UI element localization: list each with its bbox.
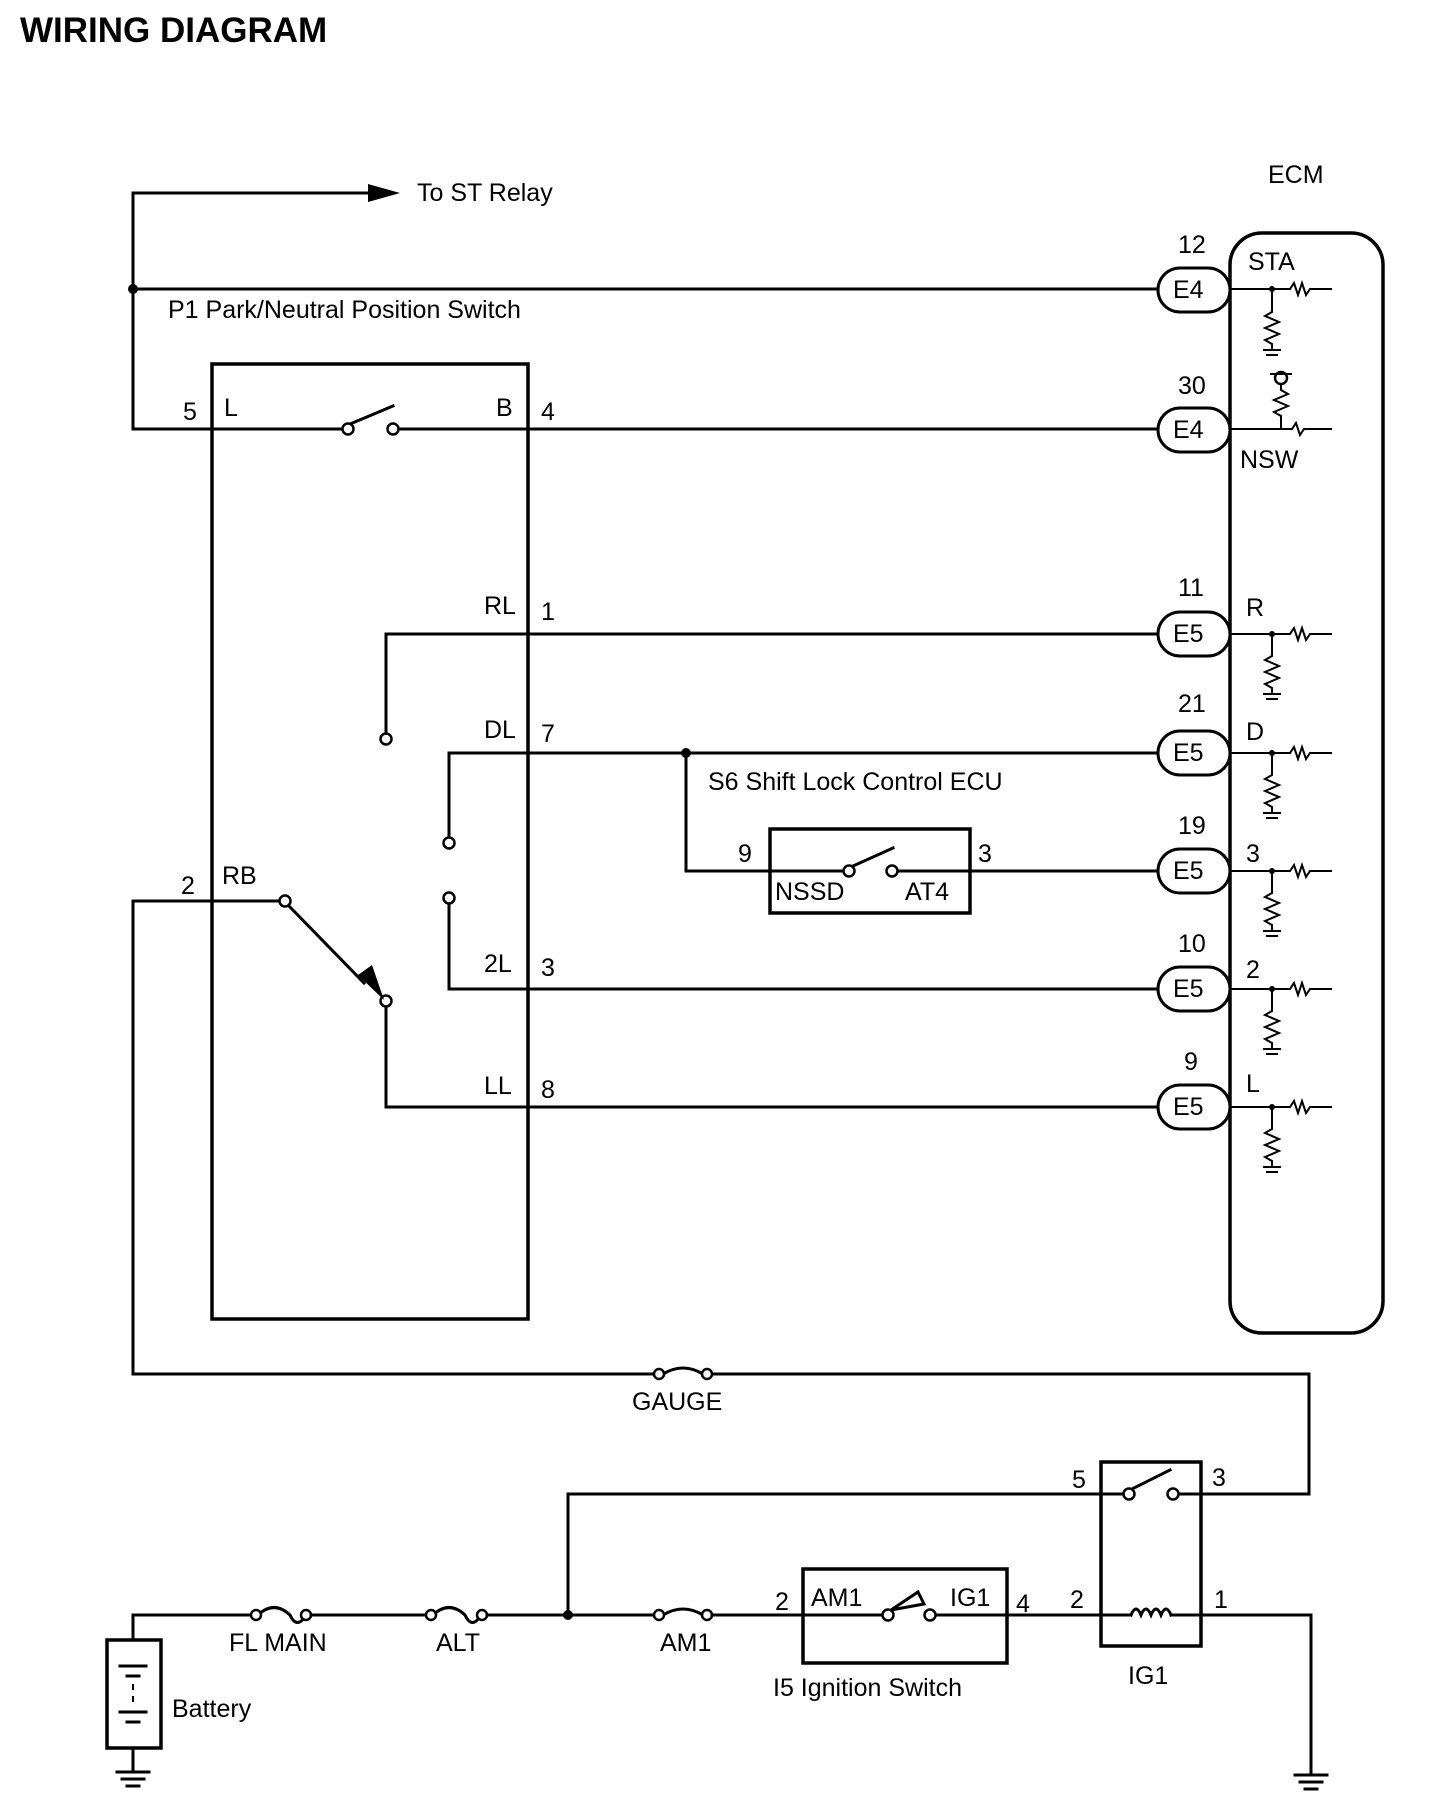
- ig1-relay-box: [1099, 1460, 1203, 1648]
- battery-symbol: [115, 1664, 151, 1788]
- fuse-fl-main-label: FL MAIN: [229, 1629, 327, 1657]
- ig1-relay-label: IG1: [1128, 1662, 1168, 1690]
- ig1-pin-2: 2: [1070, 1586, 1084, 1614]
- page-title: WIRING DIAGRAM: [20, 11, 327, 50]
- ecm-pin-2: 10: [1178, 930, 1206, 958]
- ecm-conn-3: E5: [1173, 857, 1204, 885]
- ignition-am1-label: AM1: [811, 1584, 862, 1612]
- pn-ll-pin: 8: [541, 1076, 555, 1104]
- ecm-conn-d: E5: [1173, 739, 1204, 767]
- pn-2l-label: 2L: [484, 950, 512, 978]
- ignition-switch-label: I5 Ignition Switch: [773, 1674, 962, 1702]
- battery-feed-wire: [131, 1606, 805, 1642]
- ecm-signal-nsw: NSW: [1240, 446, 1299, 474]
- ecm-pin-sta: 12: [1178, 231, 1206, 259]
- battery-box: [105, 1638, 163, 1750]
- ecm-pin-3: 19: [1178, 812, 1206, 840]
- pn-ll-label: LL: [484, 1072, 512, 1100]
- ecm-conn-2: E5: [1173, 975, 1204, 1003]
- ig1-relay-coil: [1001, 1607, 1329, 1791]
- ecm-signal-d: D: [1246, 718, 1264, 746]
- ignition-pin-out: 4: [1016, 1590, 1030, 1618]
- ecm-conn-nsw: E4: [1173, 416, 1204, 444]
- ignition-switch-contact: [801, 1589, 1005, 1622]
- rl-wire: [384, 632, 1160, 736]
- dl-wire: [447, 751, 1160, 839]
- ecm-label: ECM: [1268, 161, 1324, 189]
- pn-rb-label: RB: [222, 862, 257, 890]
- ig1-pin-1: 1: [1214, 1586, 1228, 1614]
- fuse-gauge-label: GAUGE: [632, 1388, 722, 1416]
- pn-l-pin: 5: [183, 398, 197, 426]
- shift-lock-nssd: NSSD: [775, 878, 844, 906]
- ignition-pin-in: 2: [775, 1588, 789, 1616]
- ecm-conn-sta: E4: [1173, 276, 1204, 304]
- pn-dl-label: DL: [484, 716, 516, 744]
- gauge-feed-wire: [131, 1366, 1311, 1496]
- ecm-pin-nsw: 30: [1178, 372, 1206, 400]
- ecm-signal-r: R: [1246, 594, 1264, 622]
- ig1-relay-switch: [566, 1467, 1200, 1617]
- ll-wire: [384, 1005, 1160, 1109]
- shift-lock-label: S6 Shift Lock Control ECU: [708, 768, 1003, 796]
- shift-lock-pin-out: 3: [978, 840, 992, 868]
- shift-lock-pin-in: 9: [738, 840, 752, 868]
- shift-lock-switch: [768, 846, 972, 878]
- shift-lock-at4: AT4: [905, 878, 949, 906]
- pn-rl-pin: 1: [541, 598, 555, 626]
- dl-contact: [442, 836, 456, 850]
- pn-b-pin: 4: [541, 398, 555, 426]
- ig1-pin-3: 3: [1212, 1464, 1226, 1492]
- pn-switch-label: P1 Park/Neutral Position Switch: [168, 296, 521, 324]
- pn-switch-box: [210, 362, 530, 1321]
- ecm-box: [1228, 231, 1385, 1335]
- rl-contact: [379, 732, 393, 746]
- ecm-pin-r: 11: [1178, 574, 1204, 602]
- fuse-alt-label: ALT: [436, 1629, 480, 1657]
- battery-label: Battery: [172, 1695, 252, 1723]
- 2l-wire: [447, 902, 1160, 991]
- ecm-signal-l: L: [1246, 1070, 1260, 1098]
- to-st-relay-label: To ST Relay: [417, 179, 553, 207]
- ig1-pin-5: 5: [1072, 1466, 1086, 1494]
- ecm-signal-2: 2: [1246, 956, 1260, 984]
- pn-dl-pin: 7: [541, 720, 555, 748]
- ecm-signal-3: 3: [1246, 840, 1260, 868]
- ecm-internal-circuits: [1230, 279, 1332, 1173]
- to-st-relay-wire: [128, 184, 400, 294]
- ecm-signal-sta: STA: [1248, 248, 1295, 276]
- l-b-wire: [131, 287, 1160, 436]
- pn-rl-label: RL: [484, 592, 516, 620]
- ecm-pin-d: 21: [1178, 690, 1206, 718]
- fuse-am1-label: AM1: [660, 1629, 711, 1657]
- ignition-ig1-label: IG1: [950, 1584, 990, 1612]
- pn-l-label: L: [224, 394, 238, 422]
- ecm-conn-r: E5: [1173, 620, 1204, 648]
- rb-wiper: [131, 894, 384, 1376]
- pn-2l-pin: 3: [541, 954, 555, 982]
- ecm-conn-l: E5: [1173, 1093, 1204, 1121]
- pn-rb-pin: 2: [181, 872, 195, 900]
- pn-b-label: B: [496, 394, 513, 422]
- ecm-pin-l: 9: [1184, 1048, 1198, 1076]
- nssd-wire: [684, 751, 772, 873]
- 2l-contact: [442, 891, 456, 905]
